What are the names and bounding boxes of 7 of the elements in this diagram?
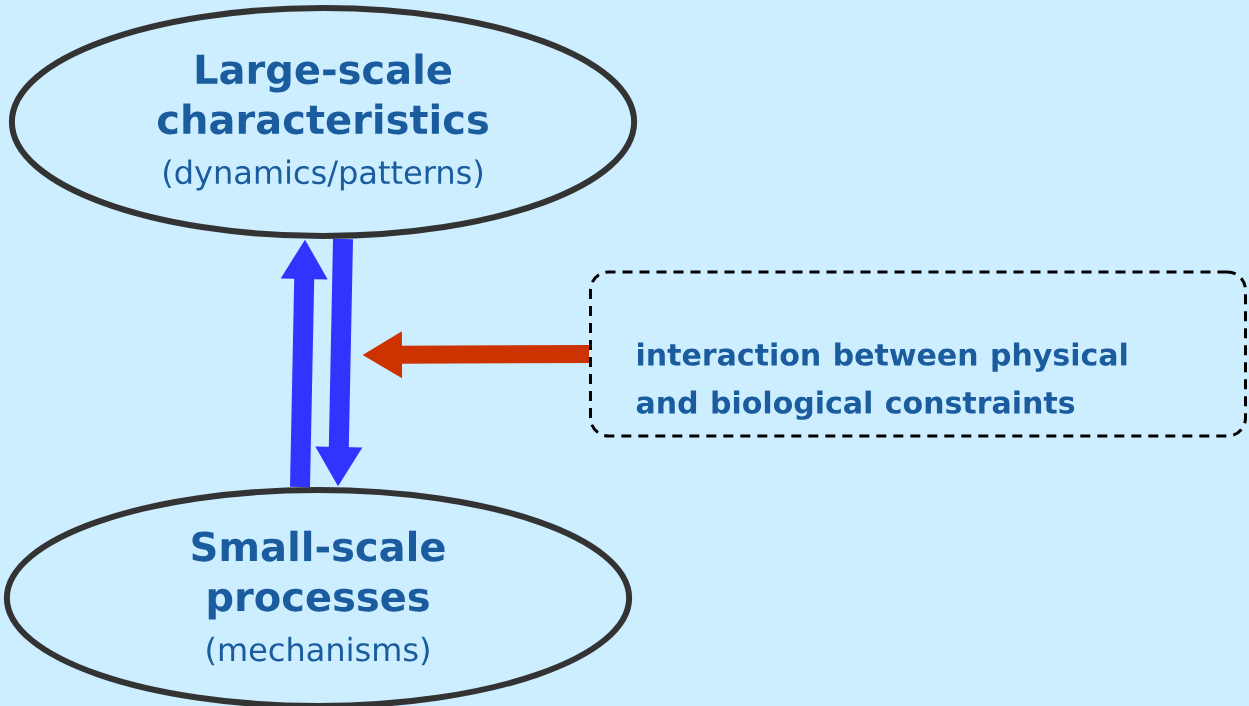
heading: Small-scale processes bbox=[192, 530, 445, 620]
heading: Large-scale characteristics bbox=[158, 53, 488, 135]
ellipse bbox=[8, 5, 638, 239]
subtitle: (mechanisms) bbox=[207, 636, 429, 666]
dashed-box bbox=[589, 270, 1247, 438]
box-text: interaction between physical and biological constraints bbox=[636, 342, 1127, 420]
subtitle: (dynamics/patterns) bbox=[164, 159, 483, 191]
